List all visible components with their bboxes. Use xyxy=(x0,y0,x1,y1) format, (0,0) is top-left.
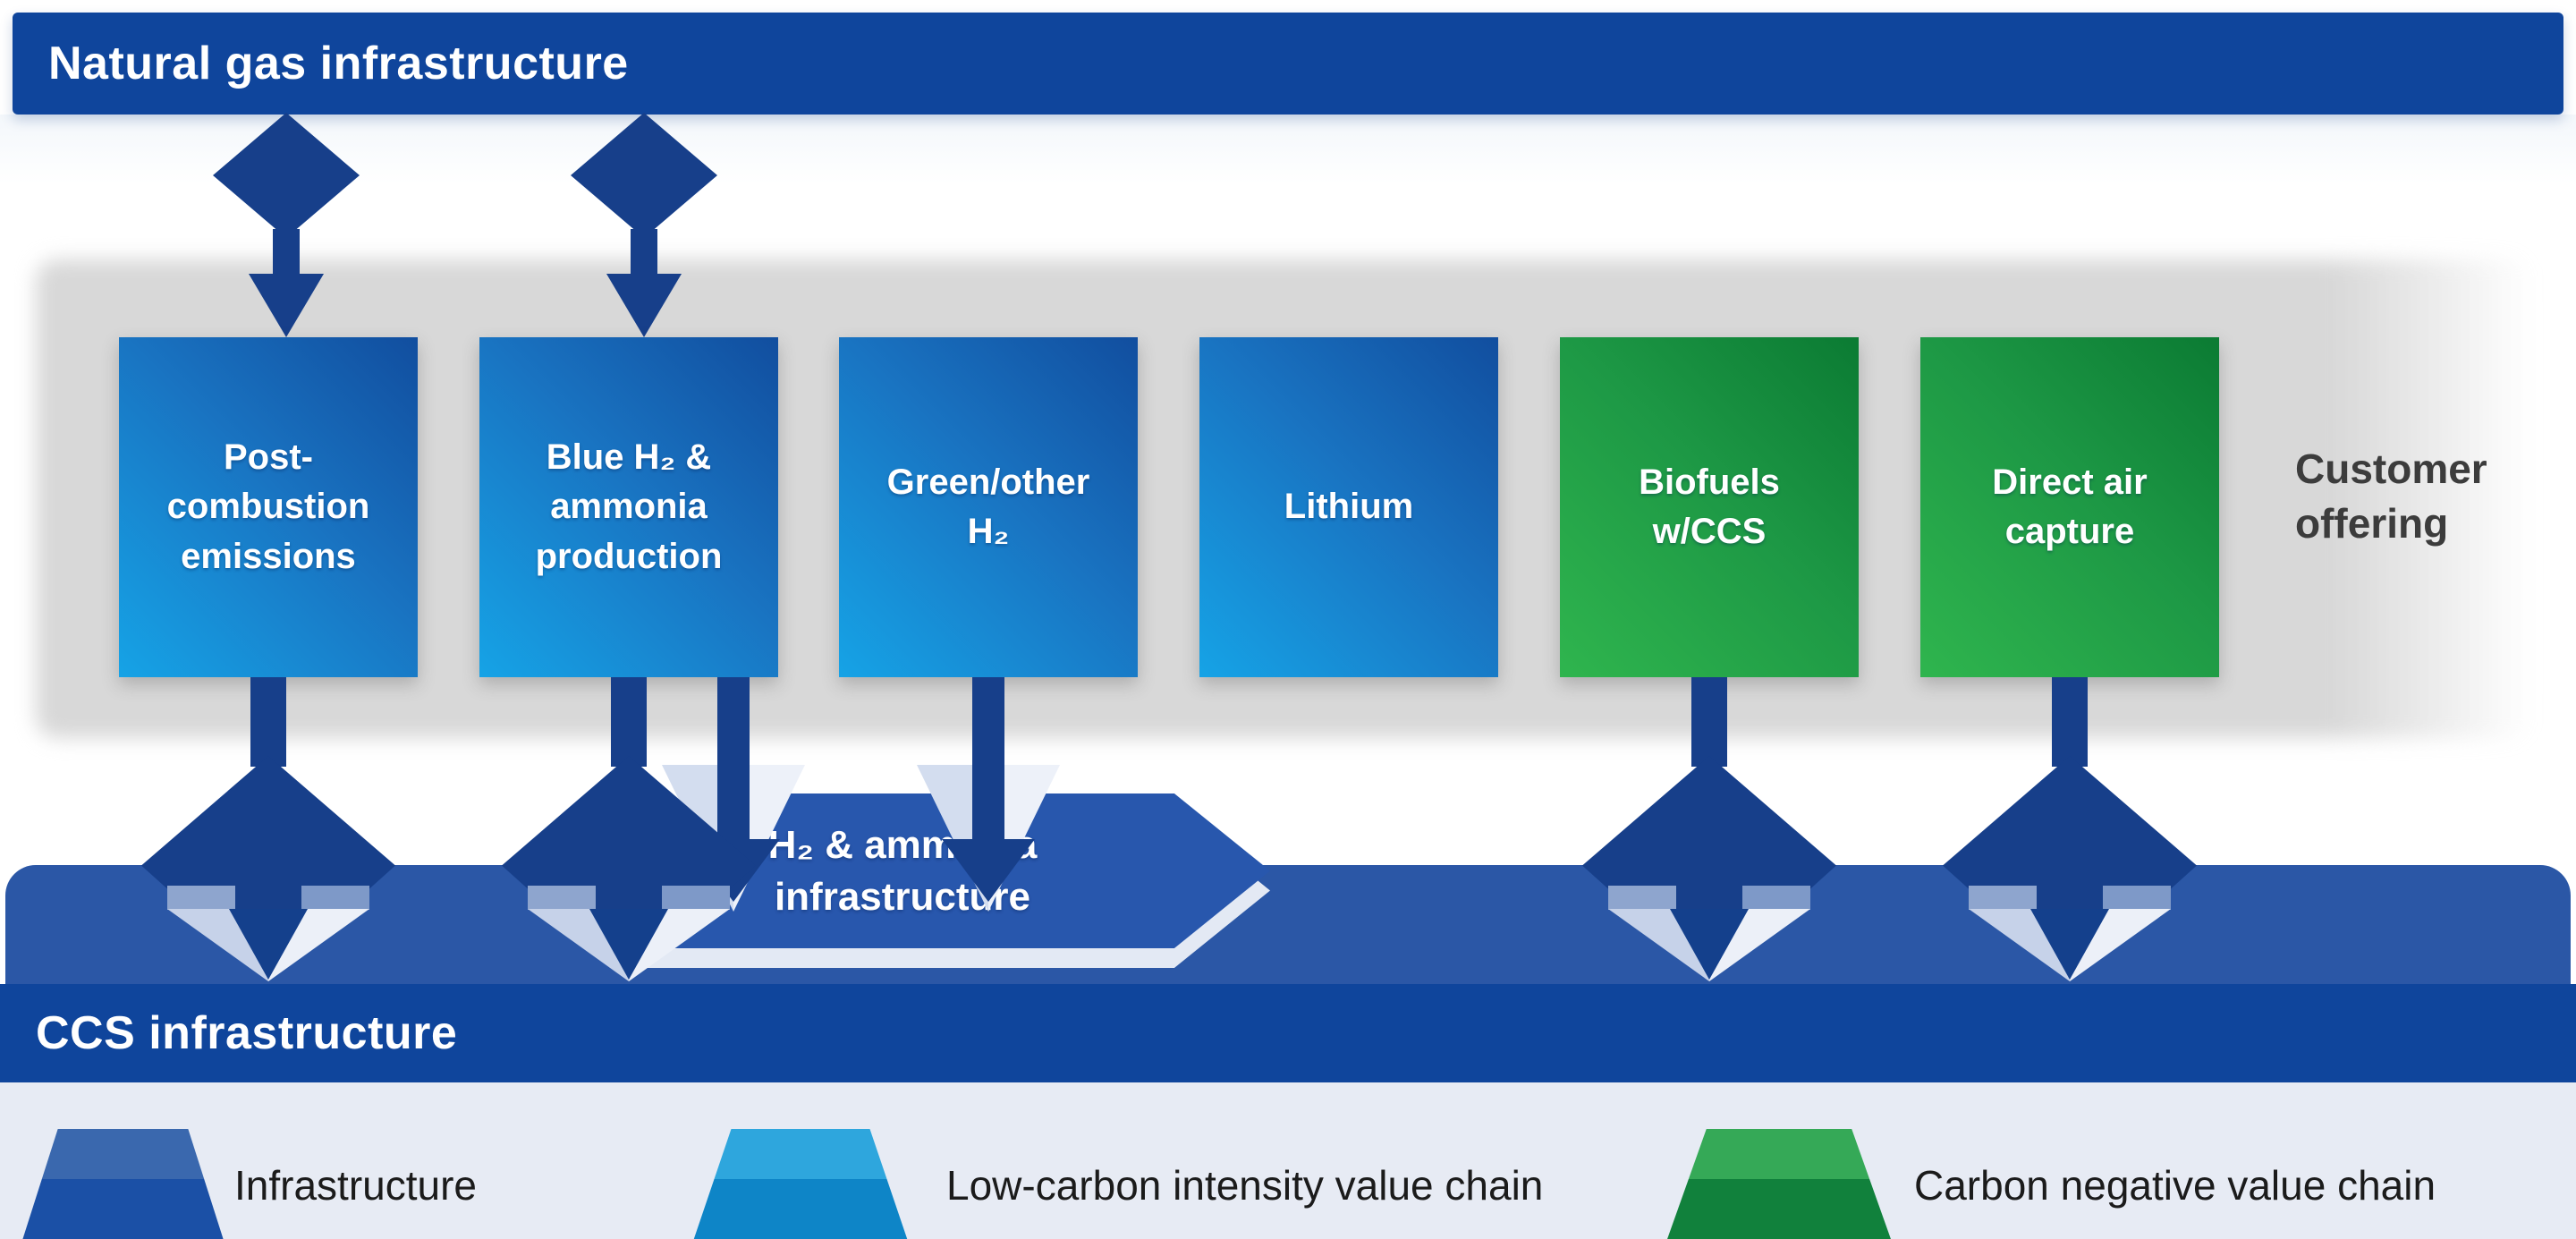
arrow-band-highlight-left xyxy=(1608,886,1676,910)
arrow-band-highlight-right xyxy=(662,886,730,910)
arrow-band-highlight-left xyxy=(167,886,235,910)
arrow-stem xyxy=(631,229,657,277)
legend-infrastructure-icon xyxy=(18,1129,228,1239)
arrow-stem xyxy=(717,677,750,844)
box-lithium: Lithium xyxy=(1199,337,1498,677)
arrow-biofuels-to-ccs xyxy=(1575,677,1843,982)
arrow-stem xyxy=(250,677,286,767)
ccs-infrastructure-label: CCS infrastructure xyxy=(36,1007,458,1059)
arrow-dac-to-ccs xyxy=(1936,677,2204,982)
legend-carbon-negative-icon xyxy=(1662,1129,1896,1239)
arrow-diamond-icon xyxy=(213,113,360,238)
arrow-stem xyxy=(1691,677,1727,767)
legend-infrastructure-label: Infrastructure xyxy=(234,1162,477,1209)
under-banner-strip xyxy=(0,115,2576,184)
box-blue-h2-ammonia-production: Blue H₂ & ammonia production xyxy=(479,337,778,677)
box-direct-air-capture: Direct air capture xyxy=(1920,337,2219,677)
arrow-stem xyxy=(972,677,1004,844)
legend-low-carbon-icon xyxy=(689,1129,912,1239)
legend-carbon-negative-label: Carbon negative value chain xyxy=(1914,1162,2436,1209)
natural-gas-infrastructure-label: Natural gas infrastructure xyxy=(48,38,629,89)
arrow-stem xyxy=(2052,677,2088,767)
arrow-stem xyxy=(611,677,647,767)
legend-low-carbon-label: Low-carbon intensity value chain xyxy=(946,1162,1544,1209)
legend-footer-band xyxy=(0,1082,2576,1239)
arrow-band-highlight-left xyxy=(1969,886,2037,910)
arrow-diamond-icon xyxy=(571,113,717,238)
arrow-band-highlight-right xyxy=(1742,886,1810,910)
arrow-head-icon xyxy=(942,839,1035,902)
arrow-green-h2-to-h2-infrastructure xyxy=(917,677,1060,928)
box-biofuels-with-ccs: Biofuels w/CCS xyxy=(1560,337,1859,677)
arrow-head-icon xyxy=(606,274,682,337)
arrow-blue-h2-to-ccs xyxy=(495,677,763,982)
natural-gas-infrastructure-banner: Natural gas infrastructure xyxy=(13,13,2563,115)
ccs-infrastructure-banner: CCS infrastructure xyxy=(0,984,2576,1082)
arrow-band-highlight-left xyxy=(528,886,596,910)
arrow-post-combustion-to-ccs xyxy=(134,677,402,982)
box-post-combustion-emissions: Post- combustion emissions xyxy=(119,337,418,677)
customer-offering-caption: Customer offering xyxy=(2295,446,2487,547)
arrow-gas-to-post-combustion xyxy=(213,113,360,337)
arrow-band-highlight-right xyxy=(2103,886,2171,910)
arrow-stem xyxy=(273,229,300,277)
arrow-head-icon xyxy=(249,274,324,337)
box-green-other-h2: Green/other H₂ xyxy=(839,337,1138,677)
arrow-band-highlight-right xyxy=(301,886,369,910)
arrow-gas-to-blue-h2 xyxy=(571,113,717,337)
